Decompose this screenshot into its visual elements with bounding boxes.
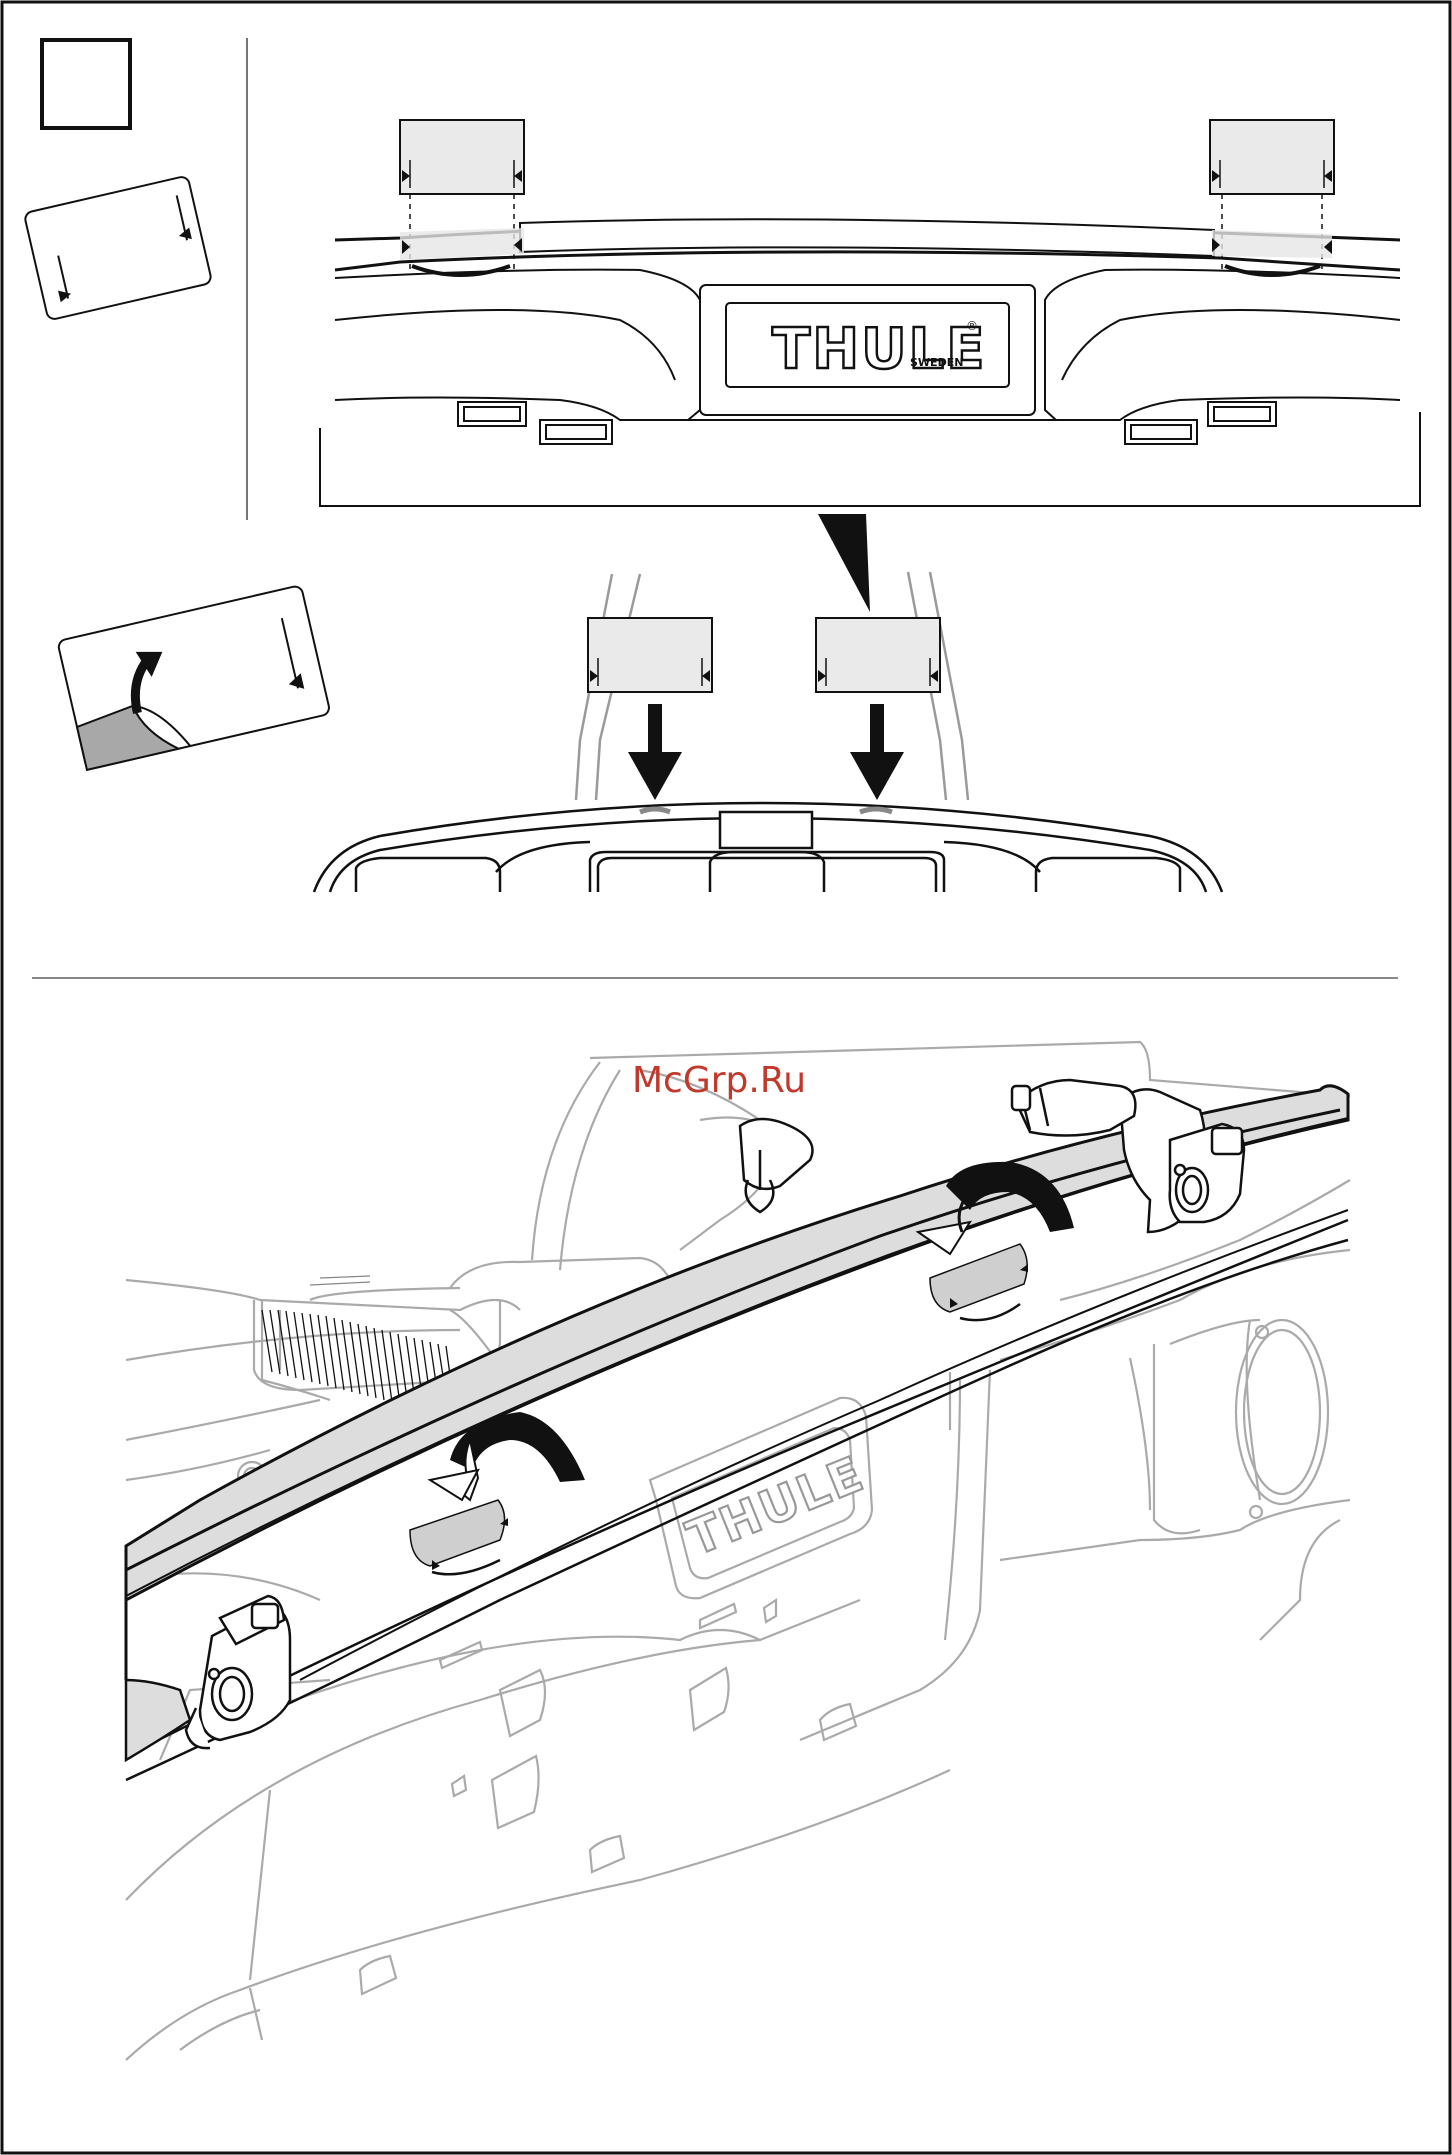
peel-backing-icon [57, 585, 330, 770]
tape-piece-left [410, 1500, 508, 1574]
downward-arrow-icon [850, 704, 904, 800]
watermark-text: McGrp.Ru [632, 1060, 806, 1101]
rail-foot-left [186, 1596, 290, 1748]
sticker-left-lower [588, 618, 712, 692]
tape-piece-right [930, 1244, 1028, 1320]
step-panel-bottom: THULE McGrp.Ru [126, 1042, 1350, 2060]
step-number-box [42, 40, 130, 128]
thule-logo-subtext: SWEDEN [910, 356, 963, 369]
rail-top-view [314, 803, 1222, 892]
downward-arrow-icon [628, 704, 682, 800]
sticker-left-top [400, 120, 524, 272]
sticker-right-top [1210, 120, 1334, 272]
registered-mark: ® [966, 319, 978, 333]
sticker-right-lower [816, 618, 940, 692]
thule-logo-text: THULE [772, 317, 986, 382]
sticker-pad-icon [24, 176, 212, 321]
step-panel-top: THULE SWEDEN ® [24, 38, 1420, 892]
pointer-wedge [818, 514, 870, 612]
